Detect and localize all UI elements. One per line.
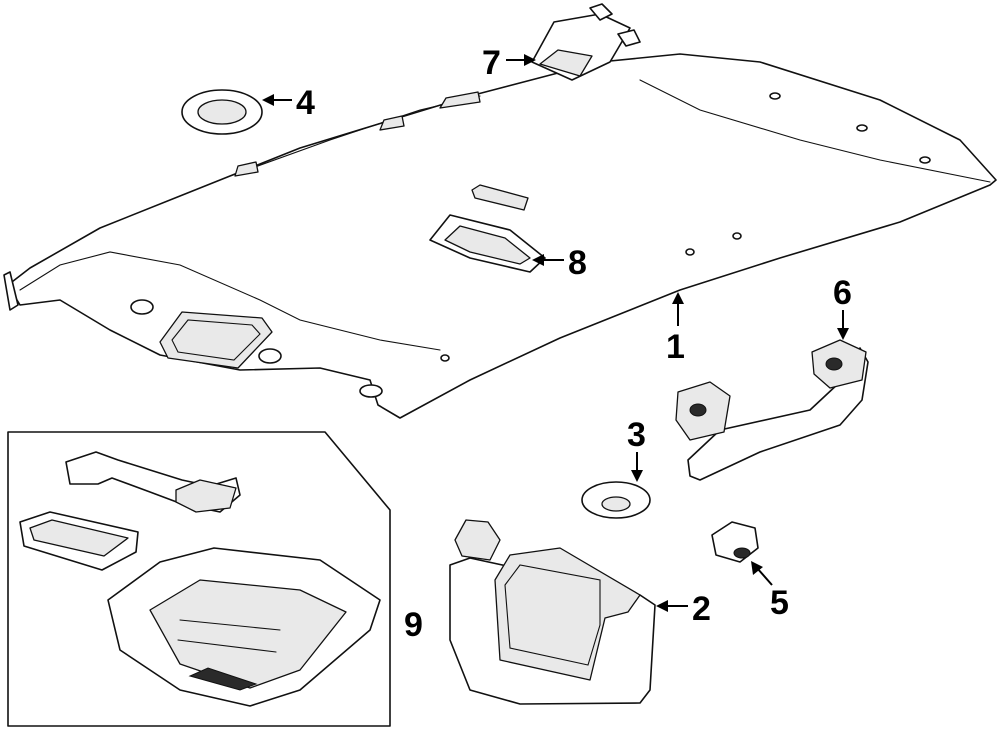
assist-handle-part-6[interactable] bbox=[675, 339, 869, 481]
callout-7: 7 bbox=[482, 44, 501, 82]
sun-visor-part-2[interactable] bbox=[449, 519, 656, 705]
wire-harness[interactable] bbox=[65, 451, 241, 513]
callout-9: 9 bbox=[404, 606, 423, 644]
callout-4: 4 bbox=[296, 84, 315, 122]
console-housing[interactable] bbox=[107, 547, 381, 707]
clip-part-5[interactable] bbox=[711, 521, 759, 563]
callout-5: 5 bbox=[770, 584, 789, 622]
console-module[interactable] bbox=[19, 511, 139, 571]
callout-6: 6 bbox=[833, 274, 852, 312]
callout-8: 8 bbox=[568, 244, 587, 282]
bracket-part-7[interactable] bbox=[531, 3, 641, 81]
leader-lines bbox=[262, 54, 849, 612]
callout-3: 3 bbox=[627, 416, 646, 454]
callout-2: 2 bbox=[692, 590, 711, 628]
bezel-part-8[interactable] bbox=[429, 214, 546, 273]
cover-part-3[interactable] bbox=[581, 481, 651, 519]
callout-numbers: 1 2 3 4 5 6 7 8 9 bbox=[296, 44, 852, 644]
grommet-part-4[interactable] bbox=[181, 89, 263, 135]
callout-1: 1 bbox=[666, 328, 685, 366]
overhead-console-group bbox=[7, 431, 391, 727]
